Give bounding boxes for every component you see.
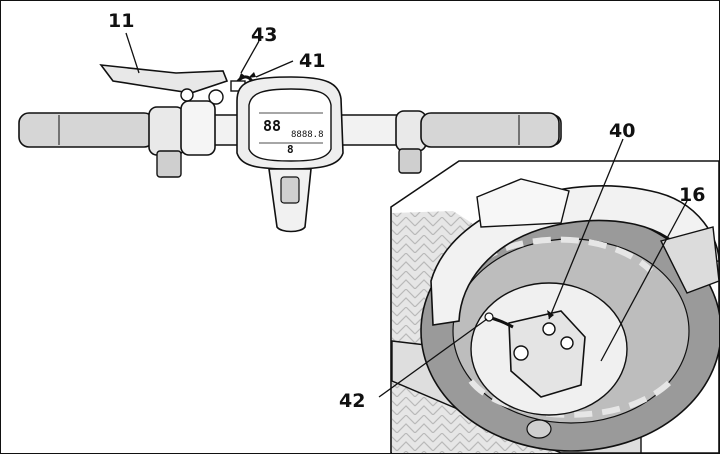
speed-readout: 88	[263, 117, 281, 135]
left-lever-clamp	[148, 106, 185, 156]
brake-lever	[99, 64, 229, 94]
leader-41	[255, 60, 294, 78]
adjuster-nut	[208, 89, 224, 105]
callout-11: 11	[108, 10, 134, 32]
leader-11	[125, 32, 140, 74]
brake-lever-body	[180, 100, 216, 156]
arrow-43	[238, 73, 245, 81]
leader-40	[548, 138, 624, 320]
odometer-readout: 8888.8	[291, 130, 324, 140]
handlebar-assembly: 88 8888.8 8	[18, 64, 562, 233]
right-switch-block	[398, 148, 422, 174]
lever-pivot-bolt	[180, 88, 194, 102]
rear-light-housing	[476, 178, 570, 228]
gear-readout: 8	[287, 143, 294, 156]
callout-43: 43	[251, 24, 277, 46]
caliper-bolt-top	[542, 322, 556, 336]
caliper-piston-cap	[513, 345, 529, 361]
left-grip	[18, 112, 155, 148]
callout-41: 41	[299, 50, 325, 72]
arrow-40	[547, 310, 554, 319]
leader-43	[240, 40, 260, 74]
callout-40: 40	[609, 120, 635, 142]
right-grip	[420, 112, 560, 148]
callout-42: 42	[339, 390, 365, 412]
brake-caliper	[508, 310, 586, 398]
leader-42	[378, 318, 488, 398]
fender-tip	[659, 226, 719, 294]
inset-panel	[390, 160, 719, 453]
left-switch-block	[156, 150, 182, 178]
callout-16: 16	[679, 184, 705, 206]
leader-lines	[125, 32, 688, 398]
leader-16	[600, 200, 688, 362]
arrow-41	[248, 72, 256, 78]
stem-latch	[280, 176, 300, 204]
caliper-bolt-side	[560, 336, 574, 350]
axle-nut	[526, 419, 552, 439]
